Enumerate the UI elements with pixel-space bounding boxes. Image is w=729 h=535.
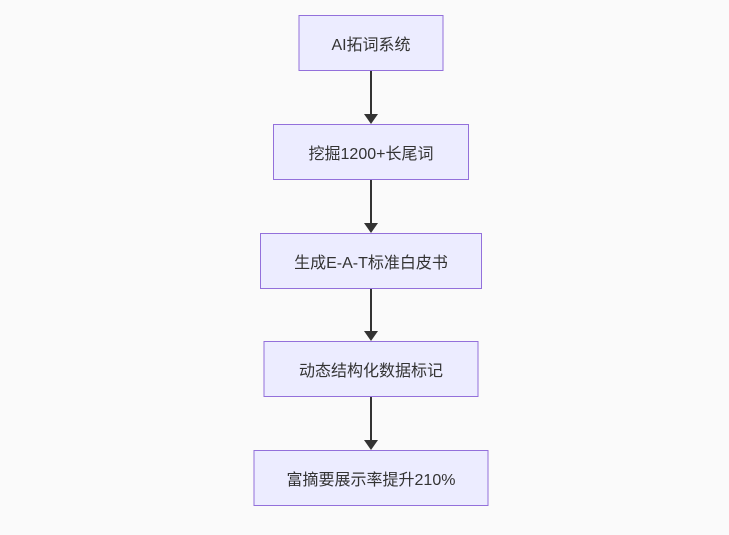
flow-node-label: 动态结构化数据标记: [298, 363, 443, 380]
flow-node-structured-data-markup: 动态结构化数据标记: [263, 341, 479, 397]
arrowhead-down-icon: [364, 223, 378, 233]
flow-node-label: 富摘要展示率提升210%: [286, 472, 456, 489]
flow-node-label: 挖掘1200+长尾词: [308, 146, 434, 163]
arrowhead-down-icon: [364, 331, 378, 341]
arrowhead-down-icon: [364, 440, 378, 450]
flow-node-ai-word-system: AI拓词系统: [298, 15, 444, 71]
edge-line: [370, 180, 372, 223]
flow-node-rich-snippet-result: 富摘要展示率提升210%: [253, 450, 489, 506]
edge-line: [370, 289, 372, 331]
flow-node-longtail-mining: 挖掘1200+长尾词: [273, 124, 469, 180]
edge-line: [370, 397, 372, 440]
flow-node-label: 生成E-A-T标准白皮书: [294, 255, 448, 272]
arrowhead-down-icon: [364, 114, 378, 124]
edge-line: [370, 71, 372, 114]
flow-node-label: AI拓词系统: [331, 37, 411, 54]
flow-node-eat-whitepaper: 生成E-A-T标准白皮书: [260, 233, 482, 289]
